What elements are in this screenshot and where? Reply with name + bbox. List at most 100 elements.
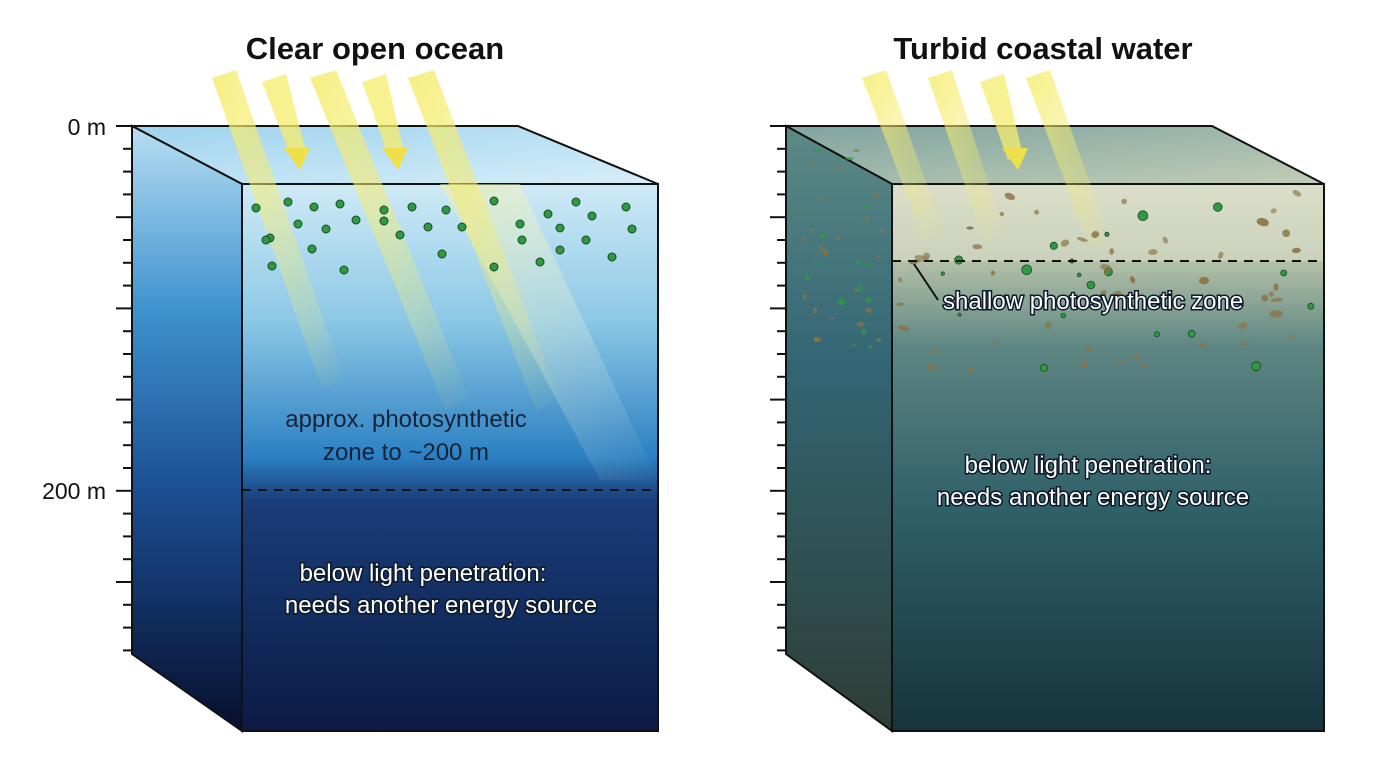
plankton-dot <box>1137 210 1149 222</box>
turbid-below-label-line2: needs another energy source <box>937 484 1249 511</box>
plankton-dot <box>814 149 821 153</box>
plankton-dot <box>851 344 856 347</box>
sediment-particle <box>1085 346 1094 352</box>
sun-arrow-icon <box>284 148 310 170</box>
depth-axis: 0 m 200 m <box>42 114 133 654</box>
sunbeam <box>212 70 345 388</box>
plankton-dot <box>1307 302 1315 310</box>
plankton-dot <box>940 271 945 276</box>
sediment-particle <box>1044 321 1052 329</box>
plankton-dot <box>1039 363 1048 372</box>
clear-arrowheads <box>284 148 408 170</box>
plankton-dot <box>1076 272 1082 278</box>
sediment-particle <box>810 161 814 167</box>
plankton-dot <box>307 244 317 254</box>
clear-zone-label-line1: approx. photosynthetic <box>285 406 527 433</box>
sediment-particle <box>808 228 816 231</box>
turbid-sediment-and-plankton <box>802 149 1315 373</box>
plankton-dot <box>339 265 349 275</box>
sediment-particle <box>1208 305 1213 310</box>
plankton-dot <box>587 211 597 221</box>
plankton-dot <box>267 261 277 271</box>
sediment-particle <box>1140 363 1148 369</box>
turbid-depth-axis <box>770 125 787 654</box>
sediment-particle <box>993 339 998 344</box>
sediment-particle <box>1104 268 1109 276</box>
sediment-particle <box>829 317 834 320</box>
plankton-dot <box>862 204 871 207</box>
sediment-particle <box>816 197 821 200</box>
sunbeam <box>362 74 404 160</box>
plankton-dot <box>814 261 819 265</box>
sunbeam <box>1026 70 1110 248</box>
plankton-dot <box>489 262 499 272</box>
sediment-particle <box>1130 276 1136 284</box>
plankton-dot <box>251 203 261 213</box>
sediment-particle <box>1148 249 1158 256</box>
plankton-dot <box>489 196 499 206</box>
depth-axis-ticks <box>116 125 132 652</box>
sediment-particle <box>999 211 1005 217</box>
plankton-dot <box>861 328 867 335</box>
sediment-particle <box>926 364 937 370</box>
plankton-dot <box>1251 361 1262 372</box>
plankton-dot <box>283 197 293 207</box>
sediment-particle <box>872 194 880 198</box>
sediment-particle <box>1100 290 1107 296</box>
plankton-dot <box>423 222 433 232</box>
sediment-particle <box>967 366 974 373</box>
plankton-dot <box>1187 329 1196 338</box>
plankton-dot <box>810 207 814 210</box>
sunbeam <box>408 70 560 410</box>
plankton-dot <box>868 345 873 349</box>
sediment-particle <box>1218 251 1224 259</box>
plankton-dot <box>859 289 863 293</box>
plankton-dot <box>351 215 361 225</box>
sunbeam <box>310 70 470 410</box>
plankton-dot <box>517 235 527 245</box>
plankton-dot <box>607 252 617 262</box>
sediment-particle <box>854 289 858 293</box>
sunbeam <box>980 74 1022 160</box>
sediment-particle <box>1121 198 1127 205</box>
sediment-particle <box>1100 264 1112 271</box>
plankton-dot <box>335 199 345 209</box>
turbid-water-block: shallow photosynthetic zone below light … <box>785 70 1325 733</box>
plankton-dot <box>1104 231 1110 237</box>
plankton-dot <box>1021 264 1032 276</box>
sediment-particle <box>1060 239 1070 247</box>
depth-label-0m: 0 m <box>68 114 106 140</box>
plankton-dot <box>805 274 810 281</box>
plankton-dot <box>1086 280 1096 290</box>
plankton-dot <box>535 257 545 267</box>
sediment-particle <box>897 276 903 283</box>
plankton-dot <box>379 205 389 215</box>
turbid-zone-leader-line <box>913 263 939 301</box>
sediment-particle <box>856 322 864 327</box>
depth-label-200m: 200 m <box>42 478 106 504</box>
sediment-particle <box>1270 297 1283 302</box>
plankton-dot <box>581 235 591 245</box>
sediment-particle <box>1268 291 1274 298</box>
plankton-dot <box>555 223 565 233</box>
plankton-dot <box>837 298 846 306</box>
sediment-particle <box>813 336 820 342</box>
plankton-dot <box>321 224 331 234</box>
sediment-particle <box>837 166 841 171</box>
sunbeam <box>862 70 944 240</box>
plankton-dot <box>571 197 581 207</box>
sunbeam <box>928 70 1004 240</box>
clear-below-label-line2: needs another energy source <box>285 592 597 619</box>
plankton-dot <box>1213 202 1223 212</box>
sediment-particle <box>1198 276 1210 285</box>
plankton-dot <box>515 219 525 229</box>
clear-panel-title: Clear open ocean <box>246 31 504 66</box>
sediment-particle <box>1238 322 1248 330</box>
sediment-particle <box>1197 342 1207 348</box>
sediment-particle <box>822 249 829 256</box>
sediment-particle <box>1282 229 1291 238</box>
sediment-particle <box>802 293 807 300</box>
sediment-particle <box>1240 342 1250 346</box>
plankton-dot <box>543 209 553 219</box>
turbid-shallow-band <box>893 185 1323 261</box>
